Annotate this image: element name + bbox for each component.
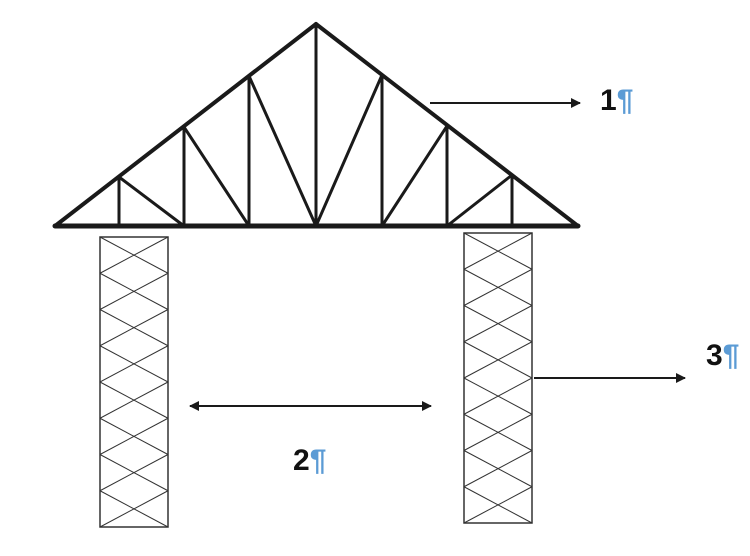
lattice-line [463, 486, 533, 524]
pilcrow-mark-1: ¶ [616, 84, 634, 117]
left-column-lattice [99, 236, 169, 528]
truss-diagonal [445, 173, 514, 228]
lattice-line [463, 232, 533, 270]
left-column-outline [99, 236, 169, 528]
truss-diagonal [117, 175, 186, 228]
roof-truss [52, 22, 581, 229]
lattice-line [99, 272, 169, 310]
left-column [99, 236, 169, 528]
lattice-line [99, 417, 169, 455]
lattice-line [99, 454, 169, 492]
lattice-line [463, 268, 533, 306]
pilcrow-mark-2: ¶ [309, 444, 327, 477]
lattice-line [463, 377, 533, 415]
truss-verticals [117, 22, 514, 228]
right-column-outline [463, 232, 533, 524]
truss-top-chord-left [53, 22, 318, 228]
callout-label-2: 2¶ [293, 446, 326, 476]
lattice-line [99, 309, 169, 347]
right-column-lattice [463, 232, 533, 524]
lattice-line [463, 341, 533, 379]
truss-diagonals [117, 73, 514, 228]
truss-diagonal [380, 124, 449, 228]
lattice-line [99, 381, 169, 419]
lattice-line [99, 345, 169, 383]
callout-number-2: 2 [293, 444, 310, 477]
truss-diagonal [182, 125, 251, 228]
lattice-line [463, 305, 533, 343]
truss-diagonal [247, 74, 318, 228]
pilcrow-mark-3: ¶ [722, 339, 740, 372]
lattice-line [99, 490, 169, 528]
lattice-line [99, 236, 169, 274]
callout-number-3: 3 [706, 339, 723, 372]
callout-number-1: 1 [600, 84, 617, 117]
callout-label-3: 3¶ [706, 341, 739, 371]
truss-diagonal [314, 73, 384, 228]
lattice-line [463, 450, 533, 488]
lattice-line [463, 413, 533, 451]
callout-label-1: 1¶ [600, 86, 633, 116]
right-column [463, 232, 533, 524]
